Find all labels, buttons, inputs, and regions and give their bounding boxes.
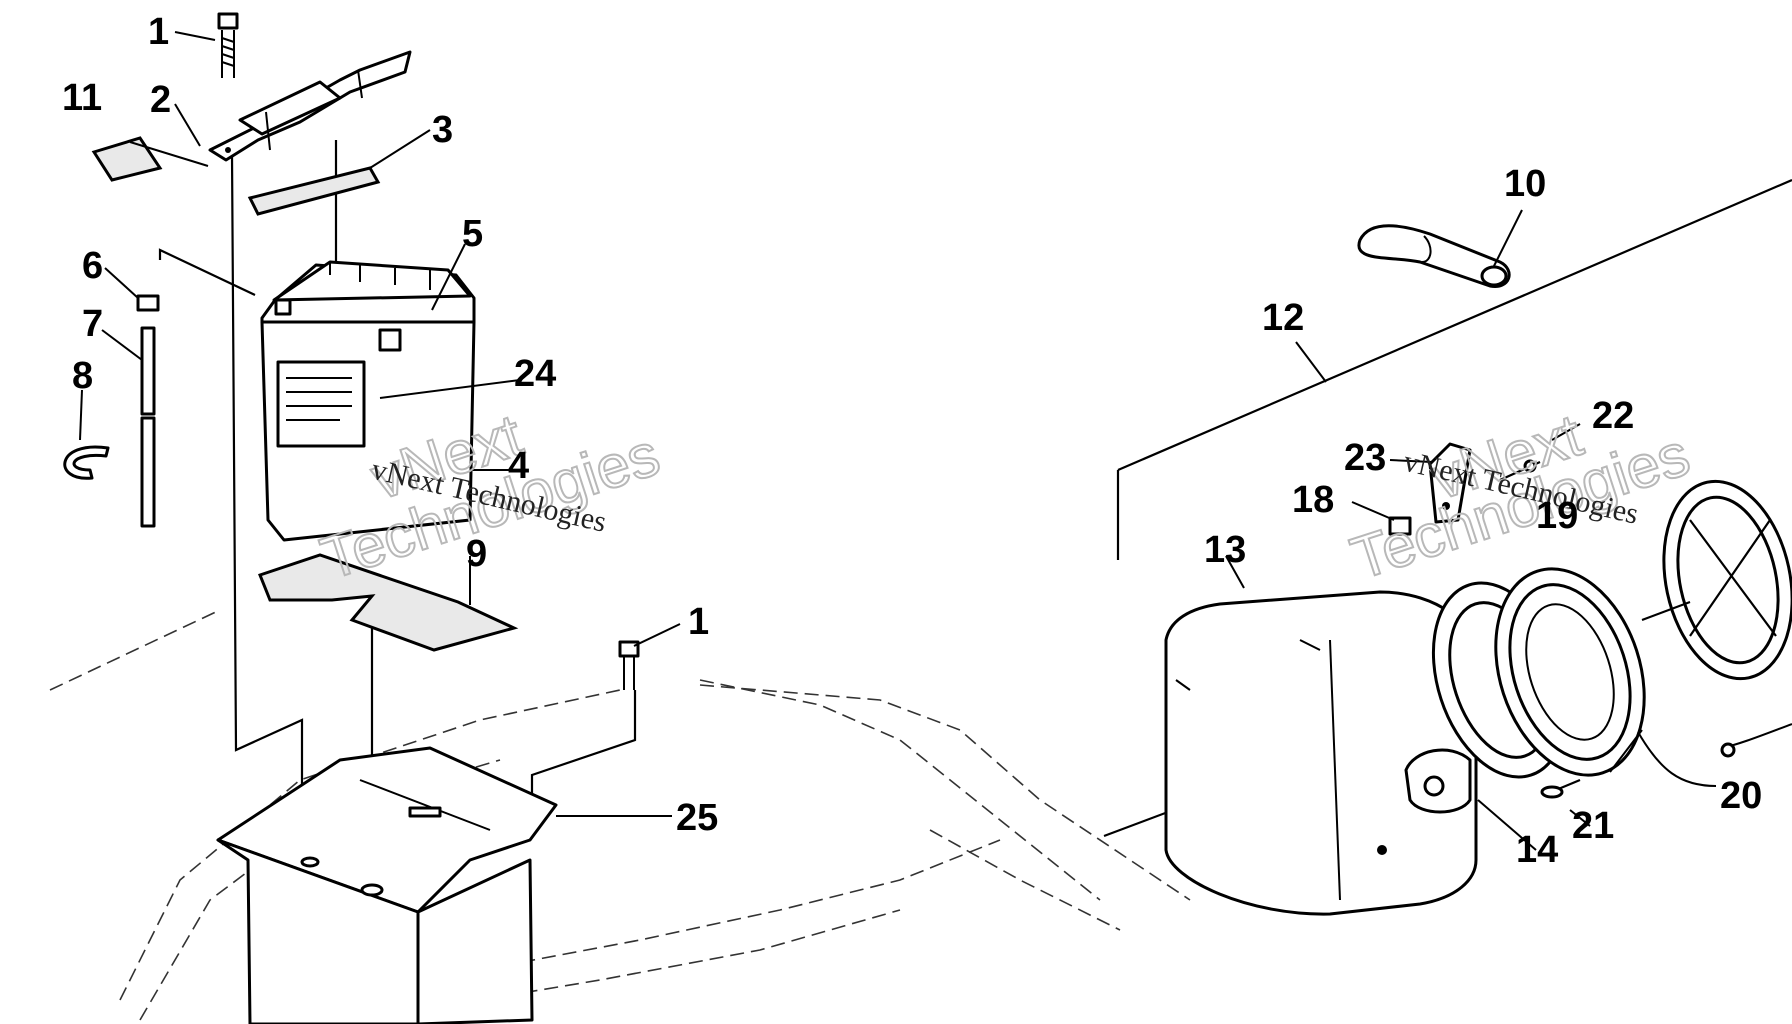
callout-22: 22 xyxy=(1592,395,1634,437)
callout-7: 7 xyxy=(82,303,103,345)
callout-labels: 1 2 3 11 5 6 7 8 24 4 9 1 25 10 12 13 14… xyxy=(62,11,1762,871)
callout-19: 19 xyxy=(1536,495,1578,537)
pad-part-3 xyxy=(247,166,381,216)
nut-part-18 xyxy=(1388,516,1412,536)
watermark-right: vNext Technologies vNext Technologies xyxy=(1342,400,1698,593)
callout-2: 2 xyxy=(150,79,171,121)
callout-23: 23 xyxy=(1344,437,1386,479)
callout-6: 6 xyxy=(82,245,103,287)
callout-leaders xyxy=(79,31,1717,851)
callout-12: 12 xyxy=(1262,297,1304,339)
bolt-part-1 xyxy=(217,12,239,78)
callout-11: 11 xyxy=(62,77,102,119)
battery-tray-part-25 xyxy=(216,746,558,1024)
callout-24: 24 xyxy=(514,353,556,395)
callout-18: 18 xyxy=(1292,479,1334,521)
clamp-part-8 xyxy=(63,445,110,480)
hold-down-strap-part-2 xyxy=(208,50,412,162)
callout-21: 21 xyxy=(1572,805,1614,847)
sealed-beam-part-20 xyxy=(1494,567,1646,777)
callout-8: 8 xyxy=(72,355,93,397)
connector-part-10 xyxy=(1357,224,1511,288)
screw-part-22 xyxy=(1499,459,1541,482)
callout-1-top: 1 xyxy=(148,11,169,53)
callout-5: 5 xyxy=(462,213,483,255)
pad-part-9 xyxy=(258,553,519,652)
callout-14: 14 xyxy=(1516,829,1558,871)
callout-3: 3 xyxy=(432,109,453,151)
vent-tube-part-7 xyxy=(140,326,156,528)
socket-part-14 xyxy=(1404,748,1472,814)
callout-9: 9 xyxy=(466,533,487,575)
pad-part-11 xyxy=(91,136,209,182)
mounting-ring xyxy=(1641,479,1792,758)
vent-cap-part-6 xyxy=(136,294,160,312)
callout-4: 4 xyxy=(508,445,529,487)
callout-1-lower: 1 xyxy=(688,601,709,643)
callout-25: 25 xyxy=(676,797,718,839)
callout-10: 10 xyxy=(1504,163,1546,205)
callout-20: 20 xyxy=(1720,775,1762,817)
callout-13: 13 xyxy=(1204,529,1246,571)
screw-part-21 xyxy=(1540,778,1581,799)
headlight-housing-part-13 xyxy=(1164,590,1478,916)
bracket-part-23 xyxy=(1428,442,1472,524)
battery-part-4 xyxy=(260,260,476,542)
bolt-part-1-lower xyxy=(618,640,640,690)
